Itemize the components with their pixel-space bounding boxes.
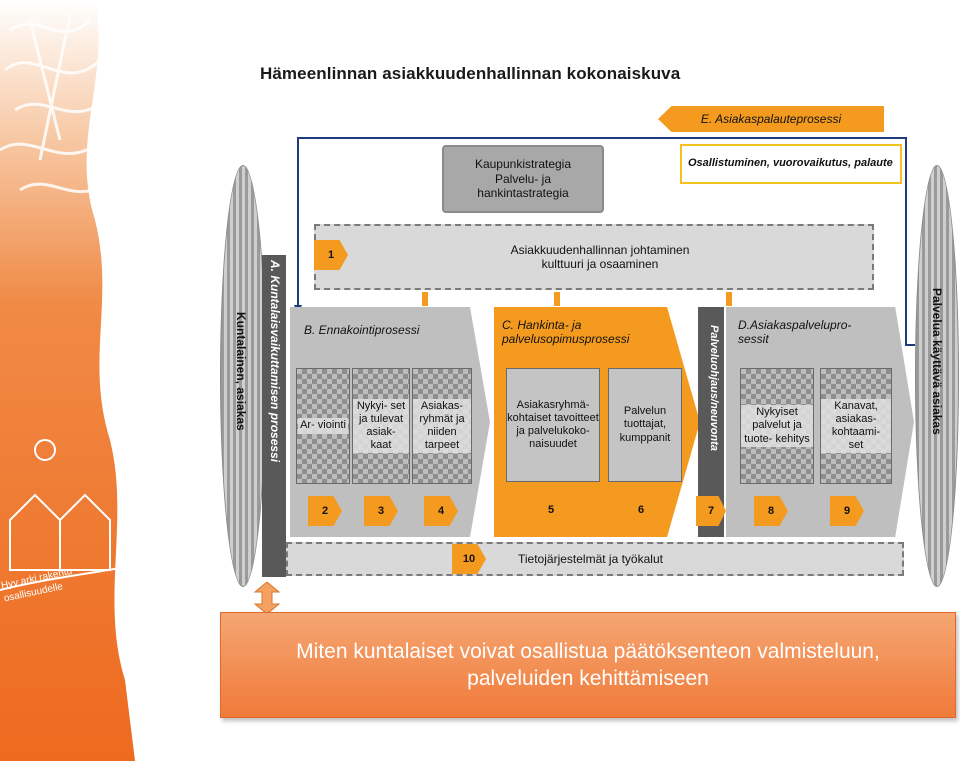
left-customer-ellipse xyxy=(220,165,266,587)
c-box-groups-text: Asiakasryhmä- kohtaiset tavoitteet ja pa… xyxy=(507,398,599,451)
it-systems-band xyxy=(286,542,904,576)
step-7-marker: 7 xyxy=(696,496,726,526)
d-box-services: Nykyiset palvelut ja tuote- kehitys xyxy=(740,368,814,484)
d-box-channels: Kanavat, asiakas- kohtaami- set xyxy=(820,368,892,484)
b-box-groups-text: Asiakas- ryhmät ja niiden tarpeet xyxy=(413,398,471,454)
b-box-evaluation: Ar- viointi xyxy=(296,368,350,484)
b-box-groups: Asiakas- ryhmät ja niiden tarpeet xyxy=(412,368,472,484)
step-6-marker: 6 xyxy=(637,504,645,517)
d-box-channels-text: Kanavat, asiakas- kohtaami- set xyxy=(821,398,891,454)
process-c-label: C. Hankinta- ja palvelusopimusprosessi xyxy=(502,318,630,347)
leadership-label: Asiakkuudenhallinnan johtaminen kulttuur… xyxy=(510,242,690,271)
question-text: Miten kuntalaiset voivat osallistua päät… xyxy=(296,639,880,690)
process-d-label: D.Asiakaspalvelupro- sessit xyxy=(738,318,852,347)
step-9-marker: 9 xyxy=(830,496,864,526)
diagram: E. Asiakaspalauteprosessi Osallistuminen… xyxy=(210,100,959,600)
process-b-label: B. Ennakointiprosessi xyxy=(304,323,420,337)
step-8-marker: 8 xyxy=(754,496,788,526)
right-customer-label: Palvelua käyttävä asiakas xyxy=(930,288,944,435)
strategy-label: Kaupunkistrategia Palvelu- ja hankintast… xyxy=(474,157,572,201)
service-guidance-label: Palveluohjaus/neuvonta xyxy=(708,325,720,451)
decorative-side-panel: Hyv arki rakentu osallisuudelle xyxy=(0,0,150,761)
process-a-label: A. Kuntalaisvaikuttamisen prosessi xyxy=(268,260,282,463)
step-5-marker: 5 xyxy=(547,504,555,517)
participation-box: Osallistuminen, vuorovaikutus, palaute xyxy=(680,144,902,184)
b-box-evaluation-text: Ar- viointi xyxy=(298,418,348,434)
b-box-customers: Nykyi- set ja tulevat asiak- kaat xyxy=(352,368,410,484)
diagram-title: Hämeenlinnan asiakkuudenhallinnan kokona… xyxy=(260,64,681,83)
feedback-process-banner: E. Asiakaspalauteprosessi xyxy=(658,106,884,132)
participation-label: Osallistuminen, vuorovaikutus, palaute xyxy=(688,157,893,170)
feedback-process-label: E. Asiakaspalauteprosessi xyxy=(700,111,842,126)
b-box-customers-text: Nykyi- set ja tulevat asiak- kaat xyxy=(353,398,409,454)
right-customer-ellipse xyxy=(915,165,959,587)
question-banner: Miten kuntalaiset voivat osallistua päät… xyxy=(220,612,956,718)
left-customer-label: Kuntalainen, asiakas xyxy=(234,312,248,431)
c-box-groups: Asiakasryhmä- kohtaiset tavoitteet ja pa… xyxy=(506,368,600,482)
c-box-producers: Palvelun tuottajat, kumppanit xyxy=(608,368,682,482)
it-systems-label: Tietojärjestelmät ja työkalut xyxy=(518,552,663,566)
c-box-producers-text: Palvelun tuottajat, kumppanit xyxy=(619,405,671,444)
leadership-band xyxy=(314,224,874,290)
process-a-bar xyxy=(262,255,286,577)
strategy-scroll: Kaupunkistrategia Palvelu- ja hankintast… xyxy=(442,145,604,213)
d-box-services-text: Nykyiset palvelut ja tuote- kehitys xyxy=(741,405,813,447)
double-arrow-icon xyxy=(253,582,281,614)
